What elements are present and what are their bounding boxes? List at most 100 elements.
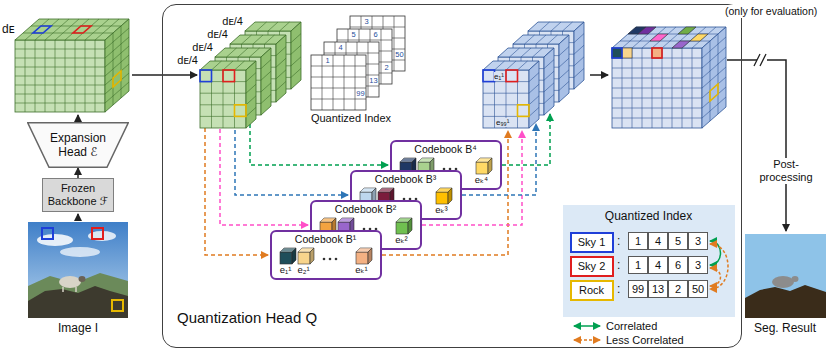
- break-mark: [754, 54, 766, 66]
- embedding-label: eₖ⁴: [469, 174, 495, 186]
- grid-lines: [612, 27, 726, 128]
- index-number: 50: [395, 50, 404, 59]
- cube-shade: [292, 248, 296, 264]
- highlight-cell: [612, 48, 622, 58]
- side-face: [559, 35, 569, 102]
- highlight-cell: [638, 27, 656, 34]
- highlight-cell: [200, 70, 212, 82]
- sheep-legs: [63, 287, 76, 292]
- cube-shade: [448, 188, 452, 204]
- node-label: Sky 1: [578, 236, 606, 249]
- codebook-title: Codebook B²: [312, 203, 420, 216]
- input-photo: [28, 222, 128, 318]
- image-caption: Seg. Result: [743, 321, 827, 335]
- cube-front: [436, 192, 448, 204]
- legend-sample: [574, 325, 600, 327]
- flow-arrow: [727, 60, 786, 231]
- dimension-label: dᴇ/4: [166, 54, 198, 67]
- cube-front: [298, 252, 310, 264]
- sheep: [59, 276, 81, 288]
- grid-lines: [200, 61, 256, 128]
- highlight-cell: [518, 105, 530, 117]
- flow-arrow: [77, 214, 79, 221]
- cube-side: [488, 158, 492, 174]
- index-cell: 13: [648, 280, 668, 298]
- highlight-cell: [690, 34, 708, 41]
- node-label: Expansion Head ℰ: [41, 131, 115, 159]
- side-face: [529, 61, 539, 128]
- legend-sample: [574, 339, 600, 341]
- region-tag: Sky 2: [570, 256, 614, 277]
- index-number: 1: [323, 56, 332, 65]
- region-title: Quantization Head Q: [177, 309, 317, 327]
- grid-lines: [483, 61, 539, 128]
- side-face: [276, 35, 286, 102]
- highlight-cell: [622, 48, 632, 58]
- node-label: Frozen Backbone ℱ: [46, 182, 110, 208]
- caption: Quantized Index: [305, 112, 397, 125]
- ellipsis-dot: [322, 257, 325, 260]
- step-label: Post-processing: [757, 158, 815, 184]
- image-caption: Image I: [28, 321, 128, 335]
- dimension-label: dᴇ/4: [196, 28, 228, 41]
- highlight-cell: [235, 105, 247, 117]
- side-face: [544, 48, 554, 115]
- highlight-cell: [678, 27, 696, 34]
- index-cell: 1: [628, 232, 648, 250]
- label-wrap: Expansion Head ℰ: [27, 122, 129, 168]
- cloud: [60, 247, 100, 257]
- index-cell: 3: [688, 256, 708, 274]
- highlight-cell: [710, 84, 718, 101]
- quantized-slice: [483, 61, 539, 128]
- backbone-box: Frozen Backbone ℱ: [42, 178, 114, 212]
- index-cell: 50: [688, 280, 708, 298]
- segmentation-map: [745, 234, 826, 318]
- index-cell: 1: [628, 256, 648, 274]
- front-face: [311, 55, 366, 110]
- hill: [28, 273, 128, 318]
- cube-shade: [488, 158, 492, 174]
- node-label: Sky 2: [578, 260, 606, 273]
- index-cell: 3: [688, 232, 708, 250]
- index-number: 99: [356, 89, 365, 98]
- dashed-arrow: [220, 115, 308, 225]
- embedding-label: eₖ²: [389, 234, 415, 246]
- cube-side: [292, 248, 296, 264]
- codebook-box: Codebook B¹e₁¹e₂¹eₖ¹: [270, 230, 382, 280]
- index-number: 5: [349, 30, 358, 39]
- feature-block: [15, 19, 129, 112]
- highlight-cell: [672, 41, 690, 48]
- embedding-label: e₉₉¹: [496, 118, 509, 127]
- flow-arrow: [590, 74, 608, 76]
- cube-front: [356, 252, 368, 264]
- highlight-cell: [73, 26, 91, 33]
- side-face: [574, 22, 584, 89]
- index-number: 3: [362, 17, 371, 26]
- codebook-title: Codebook B⁴: [392, 143, 500, 156]
- cube-side: [448, 188, 452, 204]
- highlight-cell: [113, 71, 121, 87]
- connector: [77, 168, 79, 178]
- index-grid: [311, 55, 366, 110]
- flow-arrow: [132, 74, 197, 76]
- index-number: 4: [336, 43, 345, 52]
- legend-text: Correlated: [606, 320, 657, 332]
- side-face: [246, 61, 256, 128]
- ellipsis-dot: [328, 257, 331, 260]
- dimension-label: dᴇ/4: [211, 15, 243, 28]
- codebook-title: Codebook B¹: [272, 233, 380, 246]
- separator: :: [617, 281, 620, 297]
- segment-sheep: [792, 276, 799, 282]
- feature-slice: [200, 61, 256, 128]
- index-number: 6: [371, 30, 380, 39]
- dimension-label: dᴇ: [2, 22, 15, 36]
- index-cell: 6: [668, 256, 688, 274]
- quantized-feature: [612, 27, 726, 128]
- highlight-cell: [612, 48, 622, 58]
- index-number: 2: [382, 63, 391, 72]
- codebook-title: Codebook B³: [352, 173, 460, 186]
- cube-shade: [310, 248, 314, 264]
- index-number: 13: [369, 76, 378, 85]
